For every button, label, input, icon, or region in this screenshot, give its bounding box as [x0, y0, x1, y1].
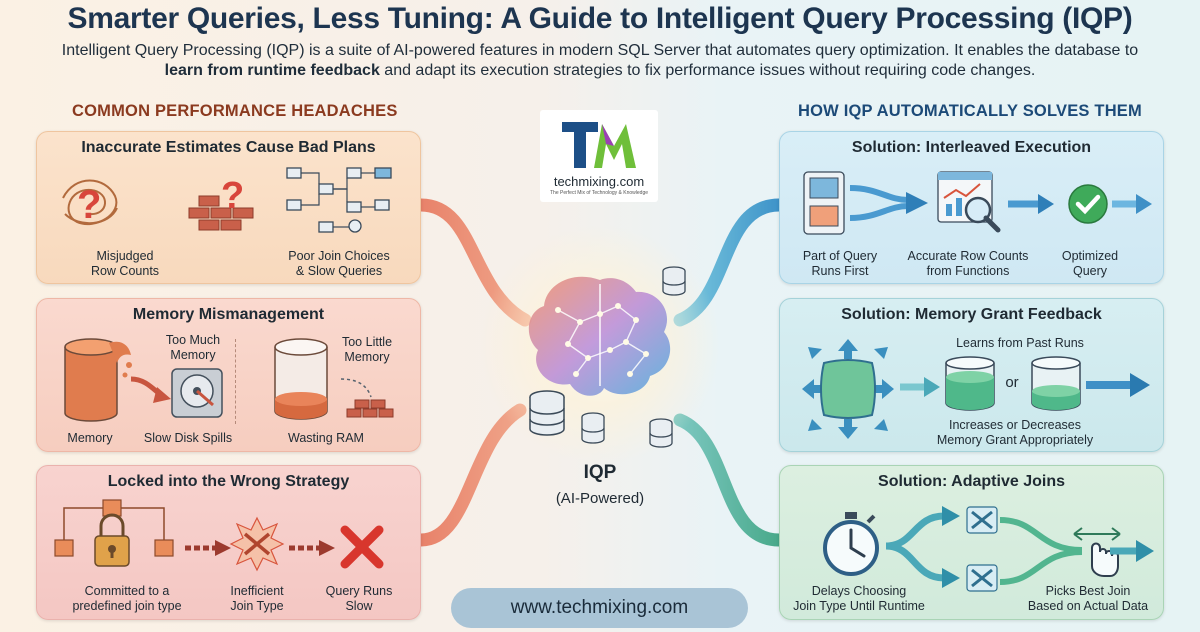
- center-sublabel: (AI-Powered): [555, 490, 645, 507]
- label-accurate-row-counts: Accurate Row Counts from Functions: [907, 249, 1029, 278]
- arrow-right-icon: [1112, 194, 1152, 214]
- panel-title: Solution: Adaptive Joins: [878, 473, 1065, 490]
- intro-before: Intelligent Query Processing (IQP) is a …: [61, 42, 1139, 59]
- broken-bricks-question-icon: ?: [188, 175, 254, 231]
- solution-panel-interleaved-execution: Solution: Interleaved Execution Part of …: [779, 131, 1164, 284]
- label-increases-decreases: Increases or Decreases Memory Grant Appr…: [936, 418, 1094, 447]
- logo: techmixing.com The Perfect Mix of Techno…: [540, 110, 658, 202]
- problem-panel-memory-mismanagement: Memory Mismanagement Too Much Memory Too…: [36, 298, 421, 452]
- label-too-little-memory: Too Little Memory: [341, 335, 393, 364]
- intro-text: Intelligent Query Processing (IQP) is a …: [60, 41, 1140, 81]
- label-query-runs-slow: Query Runs Slow: [325, 584, 393, 613]
- website-url[interactable]: www.techmixing.com: [451, 588, 748, 628]
- left-column-heading: COMMON PERFORMANCE HEADACHES: [72, 102, 398, 120]
- arrow-to-disk-icon: [130, 376, 171, 403]
- database-icon: [581, 412, 605, 444]
- arrow-right-icon: [1008, 194, 1054, 214]
- panel-title: Solution: Memory Grant Feedback: [841, 306, 1102, 323]
- panel-title: Memory Mismanagement: [132, 306, 325, 323]
- label-committed-join-type: Committed to a predefined join type: [72, 584, 182, 613]
- tangled-question-icon: ?: [62, 179, 118, 227]
- divider: [235, 339, 236, 424]
- nearly-empty-container-icon: [274, 338, 328, 420]
- label-misjudged-row-counts: Misjudged Row Counts: [90, 249, 160, 278]
- label-memory: Memory: [67, 431, 113, 445]
- logo-tagline: The Perfect Mix of Technology & Knowledg…: [549, 190, 649, 196]
- svg-text:?: ?: [77, 183, 101, 227]
- label-poor-join-choices: Poor Join Choices & Slow Queries: [288, 249, 390, 278]
- database-icon: [662, 266, 686, 296]
- hard-disk-icon: [171, 368, 223, 418]
- label-inefficient-join-type: Inefficient Join Type: [230, 584, 284, 613]
- query-plan-diagram-icon: [286, 167, 392, 233]
- svg-text:?: ?: [221, 175, 244, 217]
- label-picks-best-join: Picks Best Join Based on Actual Data: [1027, 584, 1149, 613]
- panel-title: Inaccurate Estimates Cause Bad Plans: [81, 139, 376, 156]
- bricks-icon: [340, 378, 394, 418]
- right-column-heading: HOW IQP AUTOMATICALLY SOLVES THEM: [798, 102, 1142, 120]
- dashed-arrow-icon: [289, 540, 335, 556]
- logo-name: techmixing.com: [553, 174, 645, 189]
- brain-icon: [528, 276, 671, 396]
- label-part-of-query: Part of Query Runs First: [802, 249, 878, 278]
- pointer-hand-icon: [1073, 527, 1121, 577]
- solution-panel-adaptive-joins: Solution: Adaptive Joins Delays Choosing…: [779, 465, 1164, 620]
- arrow-right-icon: [1110, 540, 1154, 562]
- half-container-icon: [1031, 356, 1081, 411]
- database-icon: [529, 390, 565, 436]
- flow-arrows-icon: [849, 185, 928, 221]
- query-parts-icon: [803, 171, 845, 235]
- overflowing-container-icon: [64, 338, 132, 422]
- full-container-icon: [945, 356, 995, 411]
- intro-bold: learn from runtime feedback: [164, 62, 380, 79]
- label-optimized-query: Optimized Query: [1061, 249, 1119, 278]
- analytics-magnifier-icon: [937, 171, 1001, 233]
- label-too-much-memory: Too Much Memory: [165, 333, 221, 362]
- problem-panel-locked-strategy: Locked into the Wrong Strategy Committed…: [36, 465, 421, 620]
- panel-title: Locked into the Wrong Strategy: [107, 473, 350, 490]
- solution-panel-memory-grant-feedback: Solution: Memory Grant Feedback or Learn…: [779, 298, 1164, 452]
- problem-panel-inaccurate-estimates: Inaccurate Estimates Cause Bad Plans ? ?…: [36, 131, 421, 284]
- panel-title: Solution: Interleaved Execution: [851, 139, 1092, 156]
- arrow-right-icon: [1086, 373, 1150, 397]
- join-operator-icon: [966, 564, 998, 592]
- label-delays-choosing: Delays Choosing Join Type Until Runtime: [793, 584, 925, 613]
- label-wasting-ram: Wasting RAM: [288, 431, 364, 445]
- arrow-right-icon: [900, 377, 940, 397]
- dashed-arrow-icon: [185, 540, 231, 556]
- locked-flow-icon: [54, 499, 174, 567]
- check-circle-icon: [1068, 184, 1108, 224]
- logo-mark: [562, 122, 636, 168]
- database-icon: [649, 418, 673, 448]
- label-learns-from-past-runs: Learns from Past Runs: [956, 336, 1084, 350]
- resize-memory-icon: [802, 339, 894, 439]
- intro-after: and adapt its execution strategies to fi…: [379, 62, 1036, 79]
- page-title: Smarter Queries, Less Tuning: A Guide to…: [67, 2, 1133, 35]
- label-or: or: [1005, 374, 1019, 391]
- converge-arrows-icon: [999, 517, 1083, 585]
- branch-arrows-icon: [885, 506, 960, 588]
- red-x-icon: [340, 525, 384, 569]
- inefficient-join-icon: [229, 516, 285, 572]
- stopwatch-icon: [823, 512, 879, 576]
- center-label: IQP: [583, 462, 617, 483]
- join-operator-icon: [966, 506, 998, 534]
- label-slow-disk-spills: Slow Disk Spills: [143, 431, 233, 445]
